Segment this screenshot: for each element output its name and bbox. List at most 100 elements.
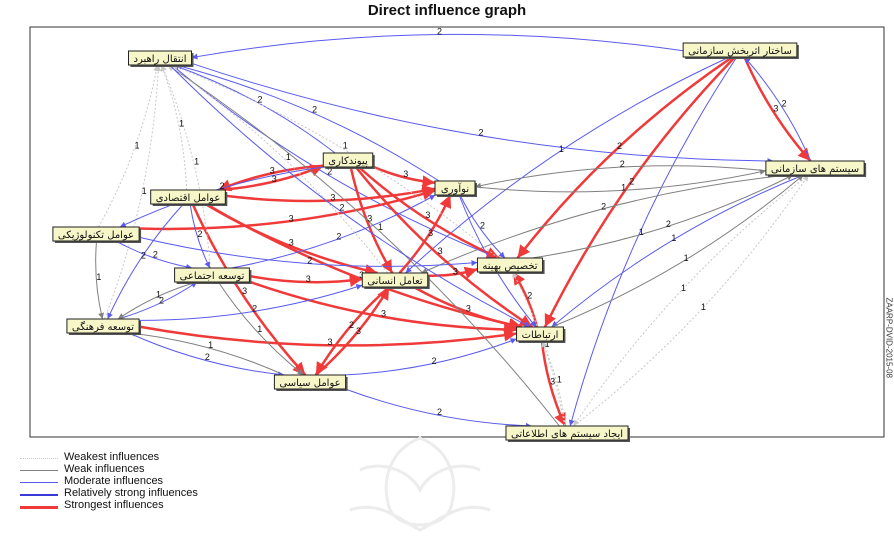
edge-label: 3 [306, 274, 311, 284]
node-box [66, 318, 140, 334]
legend-item: Relatively strong influences [20, 487, 340, 500]
legend-item: Strongest influences [20, 499, 340, 512]
edge-n10-n13 [314, 286, 390, 376]
edge-n5-n1 [175, 63, 440, 182]
edge-n11-n9 [117, 281, 198, 320]
edge-label: 2 [349, 320, 354, 330]
side-tag-text: ZAARP-DVID-2015-08 [884, 297, 894, 378]
edge-label: 1 [134, 140, 139, 150]
edge-label: 2 [431, 356, 436, 366]
node-label: عوامل اقتصادی [156, 193, 221, 204]
edge-label: 3 [330, 193, 335, 203]
edge-n11-n12 [138, 325, 517, 347]
legend-swatch [20, 506, 58, 509]
edges-layer [95, 33, 812, 429]
edge-label: 2 [220, 181, 225, 191]
edge-n1-n12 [169, 64, 531, 328]
edge-n3-n5 [474, 165, 766, 189]
watermark-ornament [349, 436, 491, 532]
edge-label: 1 [559, 144, 564, 154]
edge-label: 2 [620, 159, 625, 169]
edge-label: 2 [327, 167, 332, 177]
edge-n3-n10 [421, 174, 789, 274]
legend-item: Moderate influences [20, 475, 340, 488]
edge-label: 3 [242, 286, 247, 296]
node-box [174, 267, 250, 283]
edge-label: 2 [629, 176, 634, 186]
edge-n2-n1 [191, 33, 684, 60]
edge-label: 2 [141, 250, 146, 260]
legend-label: Weakest influences [64, 451, 160, 463]
edge-label: 3 [550, 376, 555, 386]
legend-swatch [20, 470, 58, 471]
edge-label: 2 [258, 95, 263, 105]
edge-label: 3 [425, 210, 430, 220]
edge-label: 1 [557, 375, 562, 385]
node-n12: ارتباطات [516, 326, 566, 343]
edge-n6-n5 [225, 184, 436, 203]
edge-n11-n10 [139, 284, 363, 321]
edge-n12-n14 [540, 340, 567, 427]
node-n5: نوآوری [434, 180, 477, 197]
edge-n6-n1 [160, 64, 188, 191]
node-box [682, 42, 798, 58]
edge-label: 3 [270, 166, 275, 176]
node-box [52, 226, 140, 242]
edge-n7-n9 [115, 240, 193, 270]
edge-label: 2 [437, 407, 442, 417]
edge-n2-n10 [405, 56, 730, 274]
edge-label: 1 [208, 340, 213, 350]
edge-n2-n3 [743, 56, 812, 162]
edge-label: 1 [194, 157, 199, 167]
node-label: ارتباطات [522, 330, 559, 341]
edge-label: 3 [289, 237, 294, 247]
edge-n13-n12 [343, 338, 517, 376]
node-box [322, 152, 374, 168]
edge-n14-n1 [167, 64, 560, 427]
node-label: عوامل سیاسی [279, 378, 340, 389]
graph-title: Direct influence graph [367, 2, 527, 19]
edge-label: 1 [96, 272, 101, 282]
node-label: ساختار اثربخش سازمانی [688, 46, 792, 57]
edge-n9-n11 [117, 281, 198, 320]
node-label: عوامل تکنولوژیکی [58, 230, 134, 241]
edge-n8-n1 [171, 64, 499, 259]
edge-label: 2 [159, 296, 164, 306]
edge-n13-n11 [128, 330, 285, 376]
edge-label: 3 [289, 213, 294, 223]
edge-label: 3 [466, 303, 471, 313]
edge-label: 2 [601, 201, 606, 211]
edge-label: 3 [438, 246, 443, 256]
node-label: سیستم های سازمانی [771, 164, 859, 175]
edge-label: 2 [437, 27, 442, 37]
edge-n7-n8 [138, 236, 478, 267]
edge-n4-n1 [172, 64, 336, 154]
edge-label: 2 [307, 255, 312, 265]
edge-n9-n10 [249, 274, 363, 287]
edge-n8-n3 [531, 174, 794, 259]
node-n3: سیستم های سازمانی [765, 160, 867, 177]
node-n6: عوامل اقتصادی [150, 189, 228, 206]
edge-n9-n5 [231, 194, 436, 269]
edge-label: 3 [272, 174, 277, 184]
edge-label: 3 [356, 326, 361, 336]
side-tag: ZAARP-DVID-2015-08 [880, 297, 894, 430]
edge-n10-n8 [427, 266, 478, 279]
node-label: توسعه اجتماعی [180, 271, 245, 282]
node-label: تعامل انسانی [367, 276, 423, 287]
edge-n13-n10 [315, 286, 391, 376]
edge-label: 2 [312, 104, 317, 114]
edge-label: 1 [701, 302, 706, 312]
node-box [150, 189, 226, 205]
node-n9: توسعه اجتماعی [174, 267, 252, 284]
edge-n4-n10 [349, 166, 394, 274]
legend-label: Moderate influences [64, 475, 164, 487]
legend-swatch [20, 482, 58, 483]
edge-n7-n11 [95, 240, 104, 320]
legend-swatch [20, 494, 58, 496]
edge-label: 1 [179, 118, 184, 128]
node-label: پیوندکاری [328, 156, 368, 167]
edge-label: 1 [257, 324, 262, 334]
node-label: توسعه فرهنگی [72, 321, 134, 333]
